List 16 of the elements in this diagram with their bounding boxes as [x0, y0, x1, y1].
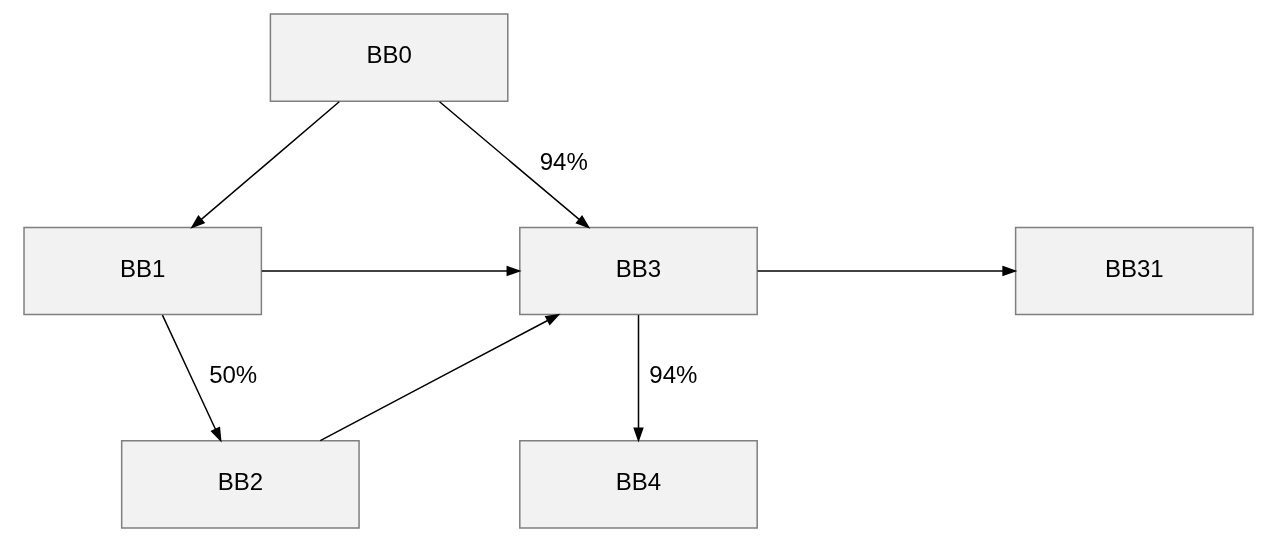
node-box: BB2: [120, 440, 360, 529]
node-box: BB1: [22, 226, 262, 316]
arrow: [438, 100, 590, 229]
edge-label: 94%: [648, 361, 697, 389]
node-box: BB31: [1014, 226, 1254, 316]
edge-label: 94%: [539, 148, 588, 176]
node-box: BB0: [269, 13, 509, 102]
arrow: [319, 313, 560, 442]
arrow: [632, 314, 644, 443]
arrow: [260, 265, 522, 277]
edge-label: 50%: [208, 361, 257, 389]
node-box: BB4: [518, 440, 758, 529]
node-box: BB3: [518, 226, 758, 316]
arrow: [161, 314, 222, 443]
arrow: [189, 100, 340, 229]
arrow: [756, 265, 1017, 277]
